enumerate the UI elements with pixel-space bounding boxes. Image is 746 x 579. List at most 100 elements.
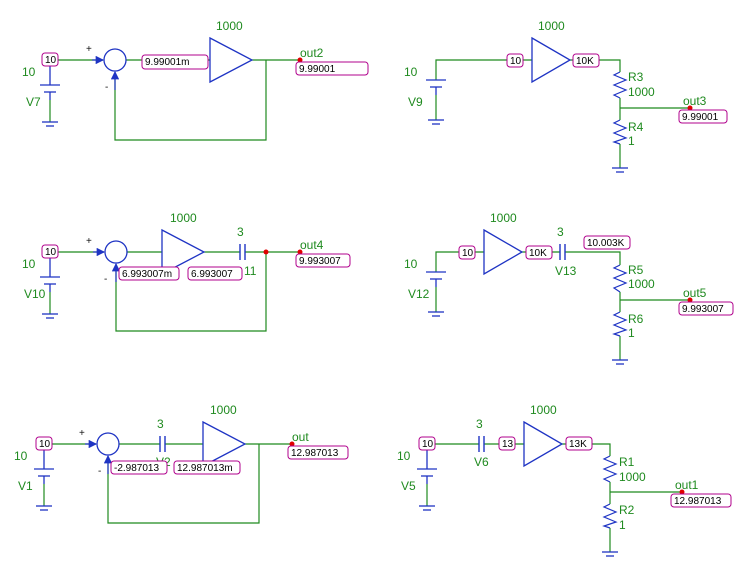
output-label: out [292,430,309,444]
capacitor-value: 3 [476,417,483,431]
plus-sign: + [86,236,92,247]
capacitor-name: V6 [474,455,489,469]
gain-label: 1000 [216,19,243,33]
node-tag-input: 10 [418,436,436,451]
svg-text:10: 10 [45,55,57,66]
capacitor-name: 11 [244,264,257,278]
node-tag-error: 9.99001m [141,54,209,70]
node-tag-input: 10 [41,244,59,259]
voltage-source-v12[interactable] [426,271,446,317]
node-tag-output: 9.99001 [295,61,369,76]
summing-junction[interactable]: + - [86,44,127,93]
circuit-5: + - 3 V2 1000 10 V1 10 -2.987013 12.9870… [14,403,349,524]
output-node [679,489,685,495]
output-node [687,297,693,303]
node-tag-error: 6.993007m [118,266,180,281]
node-tag-input: 10 [506,53,524,68]
capacitor[interactable]: 3 11 [237,225,257,278]
wires [435,59,690,168]
source-name: V9 [408,95,423,109]
node-tag-amp: 10K [572,53,600,68]
summing-junction[interactable]: + - [86,236,128,285]
svg-text:13: 13 [502,439,514,450]
voltage-source-v10[interactable] [40,252,60,319]
ground [602,551,618,557]
amplifier-gain-1000[interactable]: 1000 [161,211,206,276]
output-label: out5 [683,286,707,300]
circuit-1: + - 1000 10 V7 10 9.99001m out2 9.99001 [22,19,369,141]
output-label: out1 [675,478,699,492]
source-value: 10 [22,65,36,79]
node-tag-output: 12.987013 [670,493,732,508]
summing-junction[interactable]: + - [79,428,120,477]
svg-text:9.993007: 9.993007 [299,256,341,267]
resistor-name: R6 [628,312,644,326]
svg-text:10: 10 [510,56,522,67]
output-node [297,249,303,255]
source-name: V7 [26,95,41,109]
voltage-source-v9[interactable] [426,79,446,125]
amplifier-gain-1000[interactable]: 1000 [209,19,254,84]
resistor-name: R2 [619,503,635,517]
resistor-value: 1000 [628,85,655,99]
svg-text:10: 10 [39,439,51,450]
node-tag-amp: 12.987013m [173,460,241,475]
gain-label: 1000 [538,19,565,33]
output-node [297,57,303,63]
gain-label: 1000 [210,403,237,417]
ground [612,167,628,173]
resistor-r1[interactable]: R1 1000 [602,455,646,484]
resistor-value: 1 [628,326,635,340]
node-tag-error: -2.987013 [110,460,168,475]
gain-label: 1000 [530,403,557,417]
source-value: 10 [404,65,418,79]
node-tag-amp: 13K [565,436,593,451]
resistor-r2[interactable]: R2 1 [602,503,635,532]
wires [43,437,292,524]
source-name: V1 [18,479,33,493]
junction-node [263,249,269,255]
wires [49,245,300,332]
capacitor-name: V13 [555,264,577,278]
minus-sign: - [105,82,108,93]
resistor-r6[interactable]: R6 1 [612,311,644,340]
resistor-name: R3 [628,70,644,84]
svg-text:10.003K: 10.003K [587,238,625,249]
svg-text:10K: 10K [529,248,547,259]
output-label: out2 [300,46,324,60]
node-tag-output: 9.99001 [678,109,728,124]
resistor-value: 1000 [619,470,646,484]
capacitor[interactable]: 3 V13 [555,225,577,278]
circuit-3: + - 1000 3 11 10 V10 10 6.993007m 6.9930… [22,211,351,332]
node-tag-input: 10 [41,52,59,67]
resistor-r3[interactable]: R3 1000 [612,70,655,99]
node-tag-input: 10 [458,245,476,260]
svg-text:6.993007: 6.993007 [191,269,233,280]
wires [426,437,682,552]
svg-text:13K: 13K [569,439,587,450]
amplifier-gain-1000[interactable]: 1000 [531,19,572,84]
resistor-value: 1 [619,518,626,532]
output-node [687,105,693,111]
source-name: V10 [24,287,46,301]
resistor-r5[interactable]: R5 1000 [612,263,655,293]
amplifier-gain-1000[interactable]: 1000 [523,403,564,468]
output-node [289,441,295,447]
capacitor-value: 3 [237,225,244,239]
node-tag-output: 9.993007 [295,253,351,268]
amplifier-gain-1000[interactable]: 1000 [202,403,247,468]
resistor-r4[interactable]: R4 1 [612,119,644,148]
output-label: out3 [683,94,707,108]
minus-sign: - [98,466,101,477]
svg-text:9.99001: 9.99001 [682,112,719,123]
node-tag-amp: 10K [525,245,553,260]
svg-text:10: 10 [422,439,434,450]
node-tag-output: 9.993007 [678,301,734,316]
minus-sign: - [104,274,107,285]
amplifier-gain-1000[interactable]: 1000 [483,211,524,276]
capacitor[interactable]: 3 V6 [474,417,489,469]
svg-text:-2.987013: -2.987013 [114,463,159,474]
node-tag-output: 12.987013 [287,445,349,460]
